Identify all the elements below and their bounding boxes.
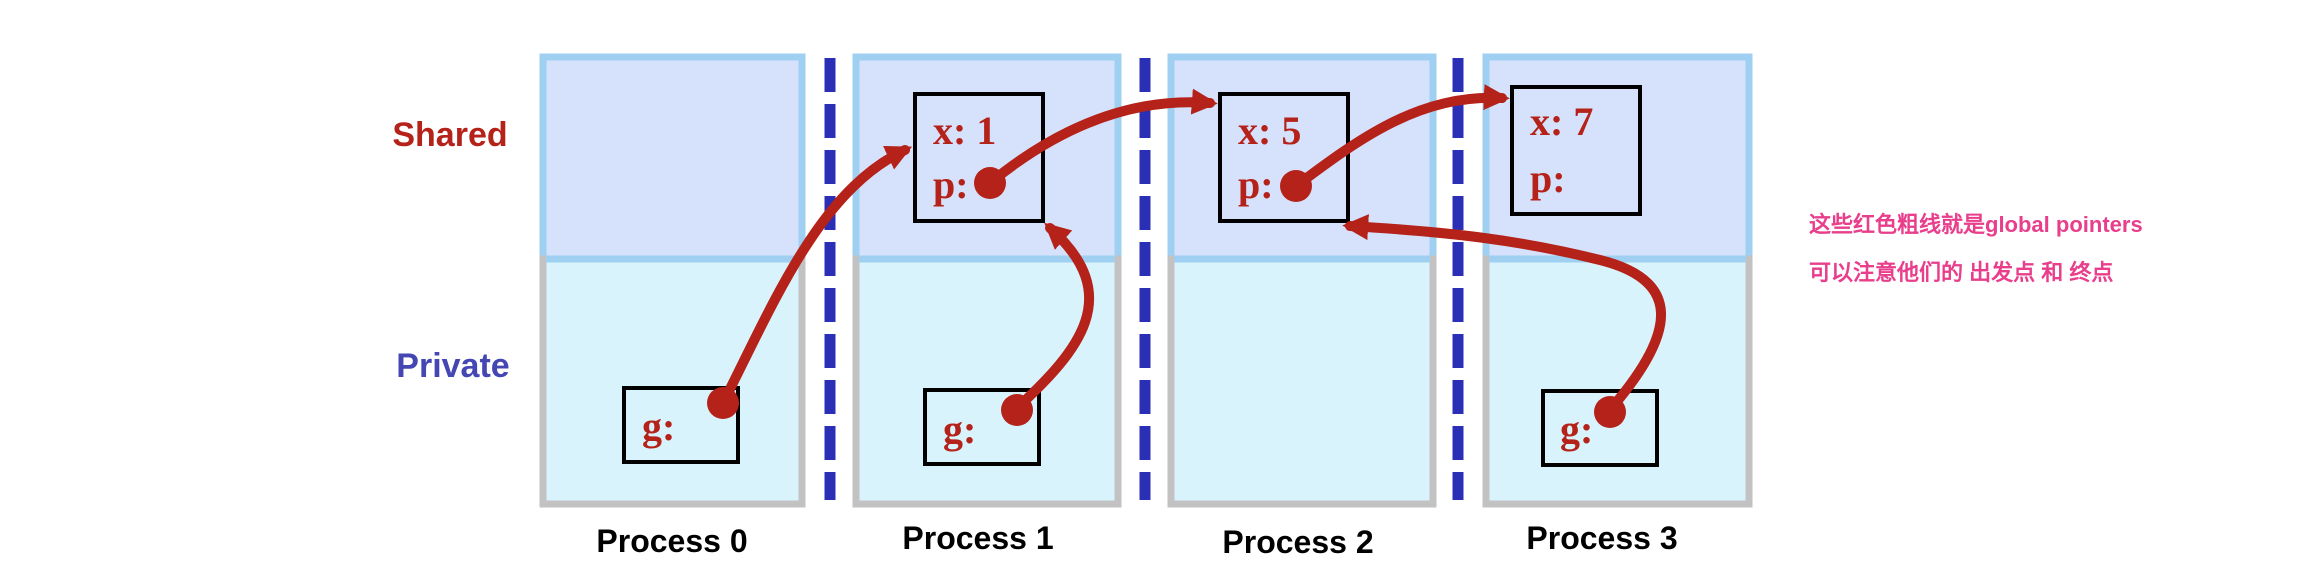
- pointer-origin-p0-g: [707, 387, 739, 419]
- shared-var-box-1: x: 1 p:: [913, 92, 1045, 223]
- shared-var-box-2: x: 5 p:: [1218, 92, 1350, 223]
- process-2-private-region: [1167, 255, 1437, 508]
- annotation-line-2: 可以注意他们的 出发点 和 终点: [1809, 260, 2113, 285]
- shared-var-p-1: p:: [933, 162, 969, 207]
- process-label-3: Process 3: [1526, 520, 1677, 556]
- pointer-p1-p-to-p2-x: [985, 88, 1218, 188]
- pointer-origin-p2-p: [1280, 170, 1312, 202]
- annotation-line-1: 这些红色粗线就是global pointers: [1809, 212, 2143, 237]
- shared-var-x-3: x: 7: [1530, 99, 1593, 144]
- pointer-origin-p1-p: [974, 167, 1006, 199]
- private-var-g-0: g:: [642, 404, 675, 449]
- private-var-g-3: g:: [1560, 407, 1593, 452]
- pointer-p2-p-to-p3-x: [1291, 84, 1510, 191]
- shared-var-x-1: x: 1: [933, 108, 996, 153]
- shared-label: Shared: [392, 116, 507, 154]
- shared-var-box-3: x: 7 p:: [1510, 85, 1642, 216]
- private-var-box-0: g:: [622, 386, 740, 464]
- process-0-shared-region: [539, 53, 806, 263]
- private-var-box-1: g:: [923, 388, 1041, 466]
- process-label-0: Process 0: [596, 523, 747, 559]
- pointer-p3-g-to-p2-p: [1342, 214, 1666, 417]
- process-0-private-region: [539, 255, 806, 508]
- pointer-p0-g-to-p1-x: [718, 145, 913, 408]
- process-label-1: Process 1: [902, 520, 1053, 556]
- process-1-private-region: [852, 255, 1122, 508]
- private-label: Private: [396, 347, 509, 385]
- pointer-origin-p1-g: [1001, 394, 1033, 426]
- shared-var-x-2: x: 5: [1238, 108, 1301, 153]
- process-3-shared-region: [1482, 53, 1753, 263]
- process-label-2: Process 2: [1222, 524, 1373, 560]
- shared-var-p-2: p:: [1238, 162, 1274, 207]
- pointer-p1-g-to-p1-p: [1012, 222, 1095, 413]
- private-var-box-3: g:: [1541, 389, 1659, 467]
- process-2-column: [1167, 53, 1437, 508]
- process-3-column: [1482, 53, 1753, 508]
- process-3-private-region: [1482, 255, 1753, 508]
- pointer-origin-p3-g: [1594, 396, 1626, 428]
- shared-var-p-3: p:: [1530, 156, 1566, 201]
- private-var-g-1: g:: [943, 407, 976, 452]
